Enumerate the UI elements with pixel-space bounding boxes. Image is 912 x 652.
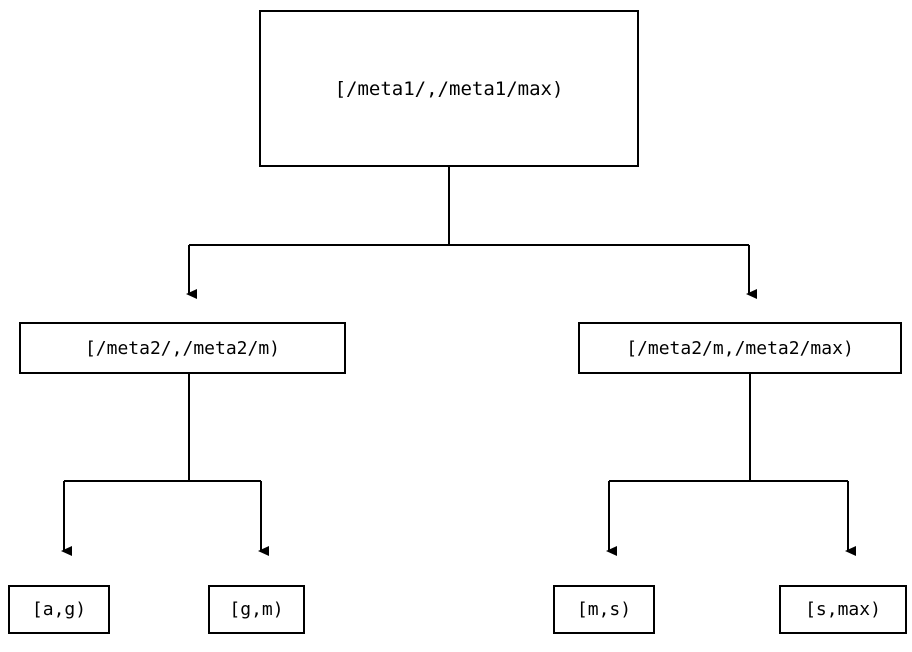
tree-node-leaf-a-g[interactable]: [a,g) [8,585,110,634]
edge-mid-left-to-children [61,374,269,556]
tree-node-root[interactable]: [/meta1/,/meta1/max) [259,10,639,167]
edge-root-to-children [186,167,757,299]
tree-node-leaf-m-s[interactable]: [m,s) [553,585,655,634]
tree-node-mid-left[interactable]: [/meta2/,/meta2/m) [19,322,346,374]
tree-node-leaf-g-m[interactable]: [g,m) [208,585,305,634]
tree-node-mid-right[interactable]: [/meta2/m,/meta2/max) [578,322,902,374]
tree-node-leaf-s-max[interactable]: [s,max) [779,585,907,634]
edge-mid-right-to-children [606,374,856,556]
